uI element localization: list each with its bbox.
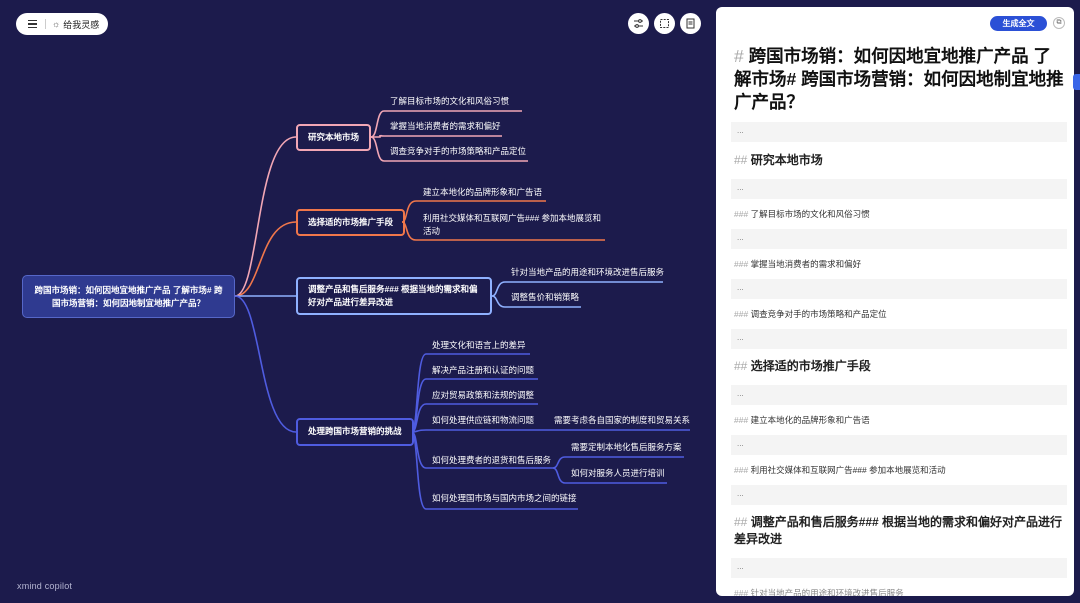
placeholder-row[interactable]: ... (731, 435, 1067, 455)
brand-logo: xmind copilot (17, 581, 73, 591)
doc-h3: ### 针对当地产品的用途和环境改进售后服务 (734, 588, 904, 596)
document-panel: 生成全文 ⧉ # 跨国市场销：如何因地宜地推广产品 了解市场# 跨国市场营销：如… (716, 7, 1074, 596)
branch-research-local-market[interactable]: 研究本地市场 (296, 124, 372, 151)
doc-h3: ### 建立本地化的品牌形象和广告语 (734, 415, 870, 425)
placeholder-row[interactable]: ... (731, 279, 1067, 299)
topic-competitors[interactable]: 调查竞争对手的市场策略和产品定位 (390, 146, 527, 156)
topic-after-sales[interactable]: 针对当地产品的用途和环境改进售后服务 (511, 267, 665, 277)
doc-h2: ## 调整产品和售后服务### 根据当地的需求和偏好对产品进行差异改进 (734, 515, 1063, 546)
topic-returns[interactable]: 如何处理费者的退货和售后服务 (432, 455, 552, 465)
topic-brand-image[interactable]: 建立本地化的品牌形象和广告语 (423, 187, 543, 197)
sliders-icon[interactable] (628, 13, 649, 34)
topic-consumer-needs[interactable]: 掌握当地消费者的需求和偏好 (390, 121, 501, 131)
placeholder-row[interactable]: ... (731, 385, 1067, 405)
topic-supply-chain[interactable]: 如何处理供应链和物流问题 (432, 415, 535, 425)
doc-h2: ## 选择适的市场推广手段 (734, 359, 871, 373)
doc-title: # 跨国市场销：如何因地宜地推广产品 了解市场# 跨国市场营销：如何因地制宜地推… (734, 46, 1064, 112)
topic-culture[interactable]: 了解目标市场的文化和风俗习惯 (390, 96, 510, 106)
doc-h3: ### 掌握当地消费者的需求和偏好 (734, 259, 862, 269)
doc-h2: ## 研究本地市场 (734, 153, 823, 167)
placeholder-row[interactable]: ... (731, 122, 1067, 142)
topic-trade-policy[interactable]: 应对贸易政策和法规的调整 (432, 390, 535, 400)
topic-market-link[interactable]: 如何处理国市场与国内市场之间的链接 (432, 493, 577, 503)
branch-challenges[interactable]: 处理跨国市场营销的挑战 (296, 418, 414, 446)
frame-icon[interactable] (654, 13, 675, 34)
divider (45, 19, 46, 29)
document-icon[interactable] (680, 13, 701, 34)
placeholder-row[interactable]: ... (731, 179, 1067, 199)
placeholder-row[interactable]: ... (731, 558, 1067, 578)
document-outline: # 跨国市场销：如何因地宜地推广产品 了解市场# 跨国市场营销：如何因地制宜地推… (731, 45, 1067, 596)
doc-h3: ### 了解目标市场的文化和风俗习惯 (734, 209, 870, 219)
branch-promotion-means[interactable]: 选择适的市场推广手段 (296, 209, 406, 236)
doc-h3: ### 调查竞争对手的市场策略和产品定位 (734, 309, 887, 319)
placeholder-row[interactable]: ... (731, 485, 1067, 505)
generate-full-text-button[interactable]: 生成全文 (990, 16, 1047, 31)
topic-staff-training[interactable]: 如何对服务人员进行培训 (571, 468, 665, 478)
top-pill: ☼ 给我灵感 (16, 13, 108, 35)
topic-registration[interactable]: 解决产品注册和认证的问题 (432, 365, 535, 375)
topic-trade-relations[interactable]: 需要考虑各自国家的制度和贸易关系 (554, 415, 691, 425)
topic-language[interactable]: 处理文化和语言上的差异 (432, 340, 526, 350)
placeholder-row[interactable]: ... (731, 329, 1067, 349)
branch-adjust-products[interactable]: 调整产品和售后服务### 根据当地的需求和偏好对产品进行差异改进 (296, 277, 492, 315)
topic-localized-service[interactable]: 需要定制本地化售后服务方案 (571, 442, 682, 452)
copy-icon[interactable]: ⧉ (1053, 17, 1065, 29)
lightbulb-icon: ☼ (52, 19, 61, 29)
topic-social-media[interactable]: 利用社交媒体和互联网广告### 参加本地展览和活动 (423, 213, 602, 236)
topic-pricing[interactable]: 调整售价和销策略 (511, 292, 580, 302)
side-tab-icon[interactable] (1073, 74, 1080, 90)
hint-button[interactable]: 给我灵感 (63, 19, 100, 30)
menu-icon[interactable] (28, 19, 37, 29)
root-node[interactable]: 跨国市场销：如何因地宜地推广产品 了解市场# 跨国市场营销：如何因地制宜地推广产… (22, 275, 235, 318)
doc-h3: ### 利用社交媒体和互联网广告### 参加本地展览和活动 (734, 465, 946, 475)
placeholder-row[interactable]: ... (731, 229, 1067, 249)
